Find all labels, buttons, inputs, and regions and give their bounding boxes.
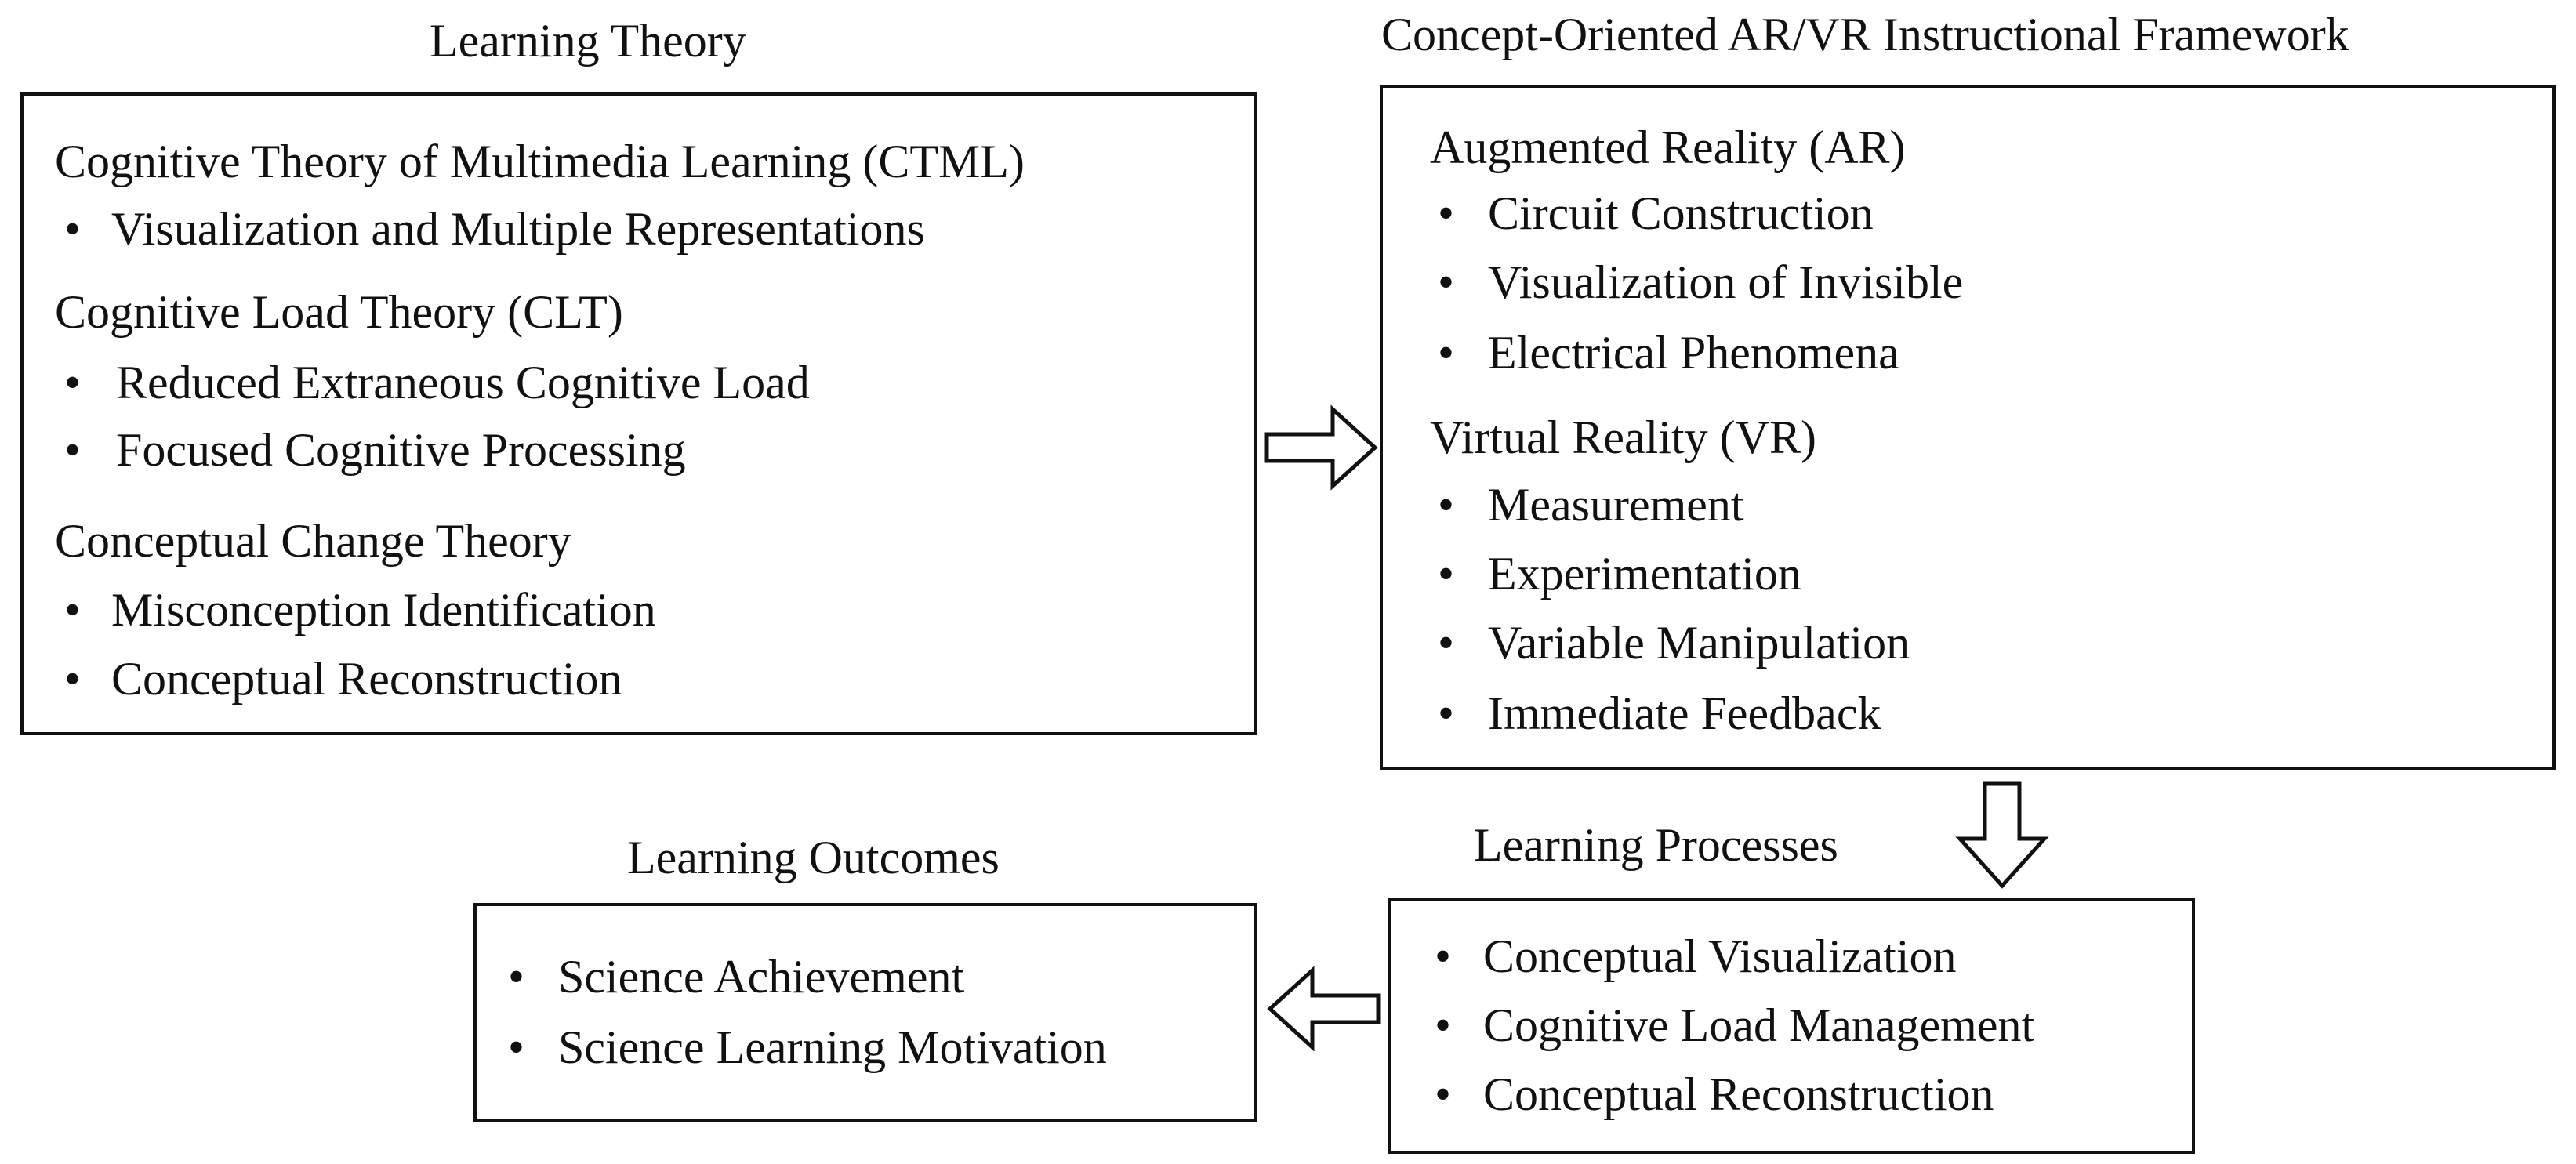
processes-title: Learning Processes [1474,819,1838,871]
framework-title: Concept-Oriented AR/VR Instructional Fra… [1381,9,2349,60]
conceptual-change-item: Misconception Identification [111,584,656,636]
bullet: • [1435,999,1452,1051]
ctml-heading: Cognitive Theory of Multimedia Learning … [55,136,1025,187]
bullet: • [1438,548,1455,600]
bullet: • [64,357,82,408]
bullet: • [1435,930,1452,982]
processes-box [1388,898,2195,1154]
process-item: Cognitive Load Management [1483,999,2035,1051]
outcome-item: Science Learning Motivation [558,1021,1107,1073]
vr-item: Experimentation [1488,548,1801,600]
clt-item: Reduced Extraneous Cognitive Load [116,357,810,408]
learning-theory-box [20,92,1257,735]
down-arrow-icon [1955,781,2049,889]
bullet: • [64,653,82,705]
left-arrow-icon [1267,966,1381,1052]
conceptual-change-item: Conceptual Reconstruction [111,653,622,705]
bullet: • [1438,187,1455,239]
bullet: • [508,1021,525,1073]
clt-item: Focused Cognitive Processing [116,424,686,476]
outcomes-box [473,903,1257,1122]
bullet: • [64,584,82,636]
framework-box [1380,85,2556,770]
ctml-item: Visualization and Multiple Representatio… [111,203,925,255]
vr-heading: Virtual Reality (VR) [1430,412,1816,463]
process-item: Conceptual Reconstruction [1483,1068,1994,1120]
vr-item: Measurement [1488,479,1744,531]
learning-theory-title: Learning Theory [430,15,746,67]
vr-item: Immediate Feedback [1488,687,1881,739]
ar-item: Circuit Construction [1488,187,1874,239]
bullet: • [1438,479,1455,531]
bullet: • [64,203,82,255]
outcomes-title: Learning Outcomes [627,832,1000,883]
bullet: • [1435,1068,1452,1120]
ar-heading: Augmented Reality (AR) [1430,121,1906,173]
conceptual-change-heading: Conceptual Change Theory [55,515,571,567]
bullet: • [1438,327,1455,379]
bullet: • [1438,617,1455,669]
bullet: • [1438,687,1455,739]
vr-item: Variable Manipulation [1488,617,1910,669]
outcome-item: Science Achievement [558,951,965,1003]
clt-heading: Cognitive Load Theory (CLT) [55,286,623,338]
process-item: Conceptual Visualization [1483,930,1957,982]
right-arrow-icon [1264,404,1378,491]
ar-item: Electrical Phenomena [1488,327,1899,379]
bullet: • [1438,256,1455,308]
bullet: • [508,951,525,1003]
ar-item: Visualization of Invisible [1488,256,1964,308]
bullet: • [64,424,82,476]
